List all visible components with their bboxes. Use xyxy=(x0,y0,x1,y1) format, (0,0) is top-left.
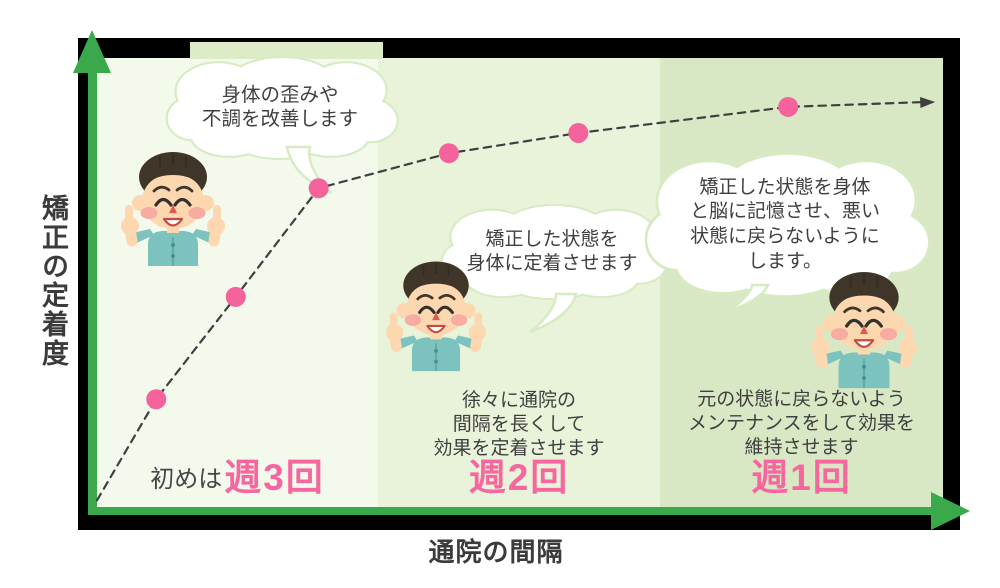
zone-2-frequency-label: 週2回 xyxy=(378,452,660,496)
practitioner-illustration-zone-2 xyxy=(385,249,487,373)
zone-3-frequency-label: 週1回 xyxy=(660,452,943,496)
y-axis-line xyxy=(88,42,97,515)
bubble-tail-icon xyxy=(285,145,332,195)
frequency-prefix: 初めは xyxy=(150,466,223,493)
zone-2-description: 徐々に通院の 間隔を長くして 効果を定着させます xyxy=(433,390,605,460)
bubble-tail-icon xyxy=(729,283,770,313)
y-axis-label: 矯正の定着度 xyxy=(38,194,68,368)
x-axis-label: 通院の間隔 xyxy=(428,537,564,567)
x-axis-line xyxy=(88,507,934,515)
practitioner-illustration-zone-1 xyxy=(120,141,226,266)
frequency-value: 週3回 xyxy=(224,457,325,498)
frequency-value: 週1回 xyxy=(751,457,852,498)
frequency-value: 週2回 xyxy=(468,457,570,498)
zone-1-top-tab xyxy=(190,42,383,59)
bubble-tail-icon xyxy=(529,292,578,334)
zone-1-frequency-label: 初めは 週3回 xyxy=(97,452,378,496)
zone-3-description: 元の状態に戻らないよう メンテナンスをして効果を 維持させます xyxy=(687,389,916,459)
practitioner-illustration-zone-3 xyxy=(810,259,918,390)
